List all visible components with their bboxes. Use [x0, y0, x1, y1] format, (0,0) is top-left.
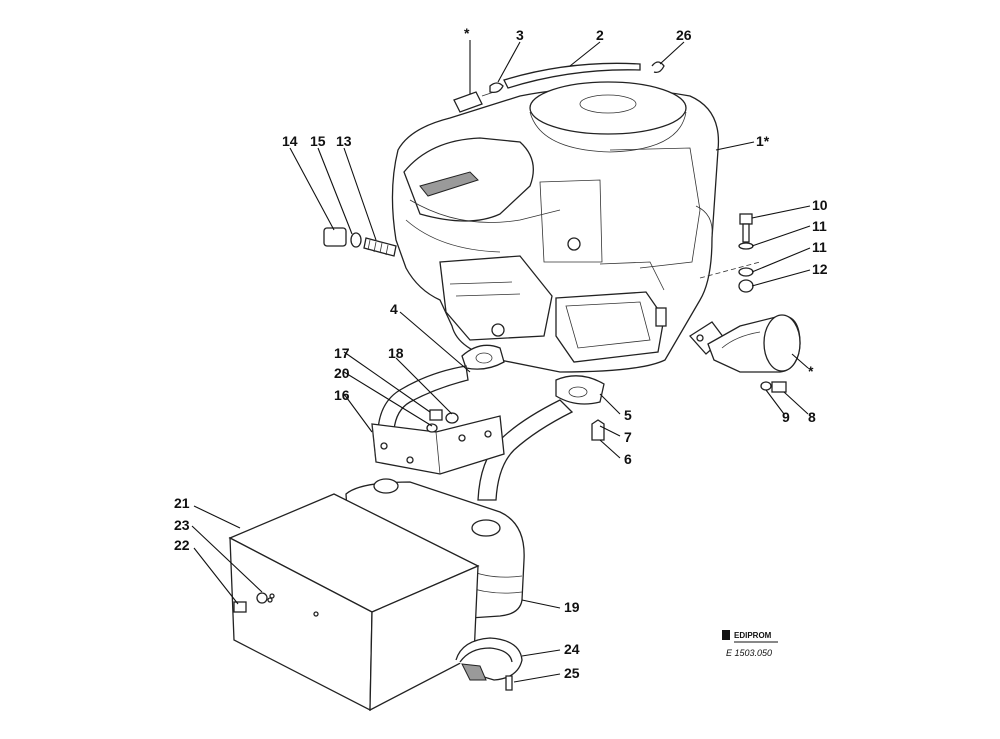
publisher-brand: EDIPROM — [734, 631, 772, 640]
exhaust-gasket-left — [461, 344, 505, 370]
callout-5: 5 — [624, 407, 632, 423]
callout-2: 2 — [596, 27, 604, 43]
callout-8: 8 — [808, 409, 816, 425]
exhaust-bolt — [591, 419, 605, 441]
callout-17: 17 — [334, 345, 350, 361]
guard-screw — [233, 601, 247, 613]
muffler-bracket — [371, 415, 505, 475]
callout-25: 25 — [564, 665, 580, 681]
drawing-code: E 1503.050 — [726, 648, 772, 658]
callout-11a: 11 — [812, 218, 827, 234]
callout-23: 23 — [174, 517, 190, 533]
callout-12: 12 — [812, 261, 828, 277]
oil-filter — [689, 314, 801, 373]
engine-assembly — [391, 81, 761, 373]
fuel-pipe — [503, 62, 641, 89]
guard-washer — [256, 592, 268, 604]
muffler-guard — [228, 493, 480, 712]
callout-3: 3 — [516, 27, 524, 43]
callout-15: 15 — [310, 133, 326, 149]
clamp-screw — [505, 675, 513, 691]
callout-1: 1* — [756, 133, 770, 149]
callout-14: 14 — [282, 133, 298, 149]
callout-16: 16 — [334, 387, 350, 403]
pipe-clip — [651, 61, 665, 74]
bracket-bolt — [429, 409, 443, 421]
bracket-washer — [426, 423, 438, 433]
callout-7: 7 — [624, 429, 632, 445]
ediprom-logo-icon — [722, 630, 730, 640]
mounting-bolt-assembly — [323, 227, 397, 257]
callout-6: 6 — [624, 451, 632, 467]
callout-star-right: * — [808, 363, 814, 379]
callout-9: 9 — [782, 409, 790, 425]
callout-4: 4 — [390, 301, 398, 317]
filter-fasteners — [738, 213, 754, 293]
callout-10: 10 — [812, 197, 828, 213]
callout-18: 18 — [388, 345, 404, 361]
callout-19: 19 — [564, 599, 580, 615]
callout-21: 21 — [174, 495, 190, 511]
leader-lines — [191, 40, 811, 683]
publisher-mark: EDIPROM E 1503.050 — [722, 630, 778, 658]
callout-20: 20 — [334, 365, 350, 381]
callout-24: 24 — [564, 641, 580, 657]
callout-11b: 11 — [812, 239, 827, 255]
exhaust-gasket-right — [555, 375, 605, 405]
callout-13: 13 — [336, 133, 352, 149]
callout-26: 26 — [676, 27, 692, 43]
bracket-nut — [445, 412, 459, 424]
callout-star-top: * — [464, 25, 470, 41]
callout-labels: * 3 2 26 1* 14 15 13 10 11 11 12 4 17 18… — [174, 25, 828, 681]
callout-22: 22 — [174, 537, 190, 553]
filter-bolt — [760, 381, 787, 393]
